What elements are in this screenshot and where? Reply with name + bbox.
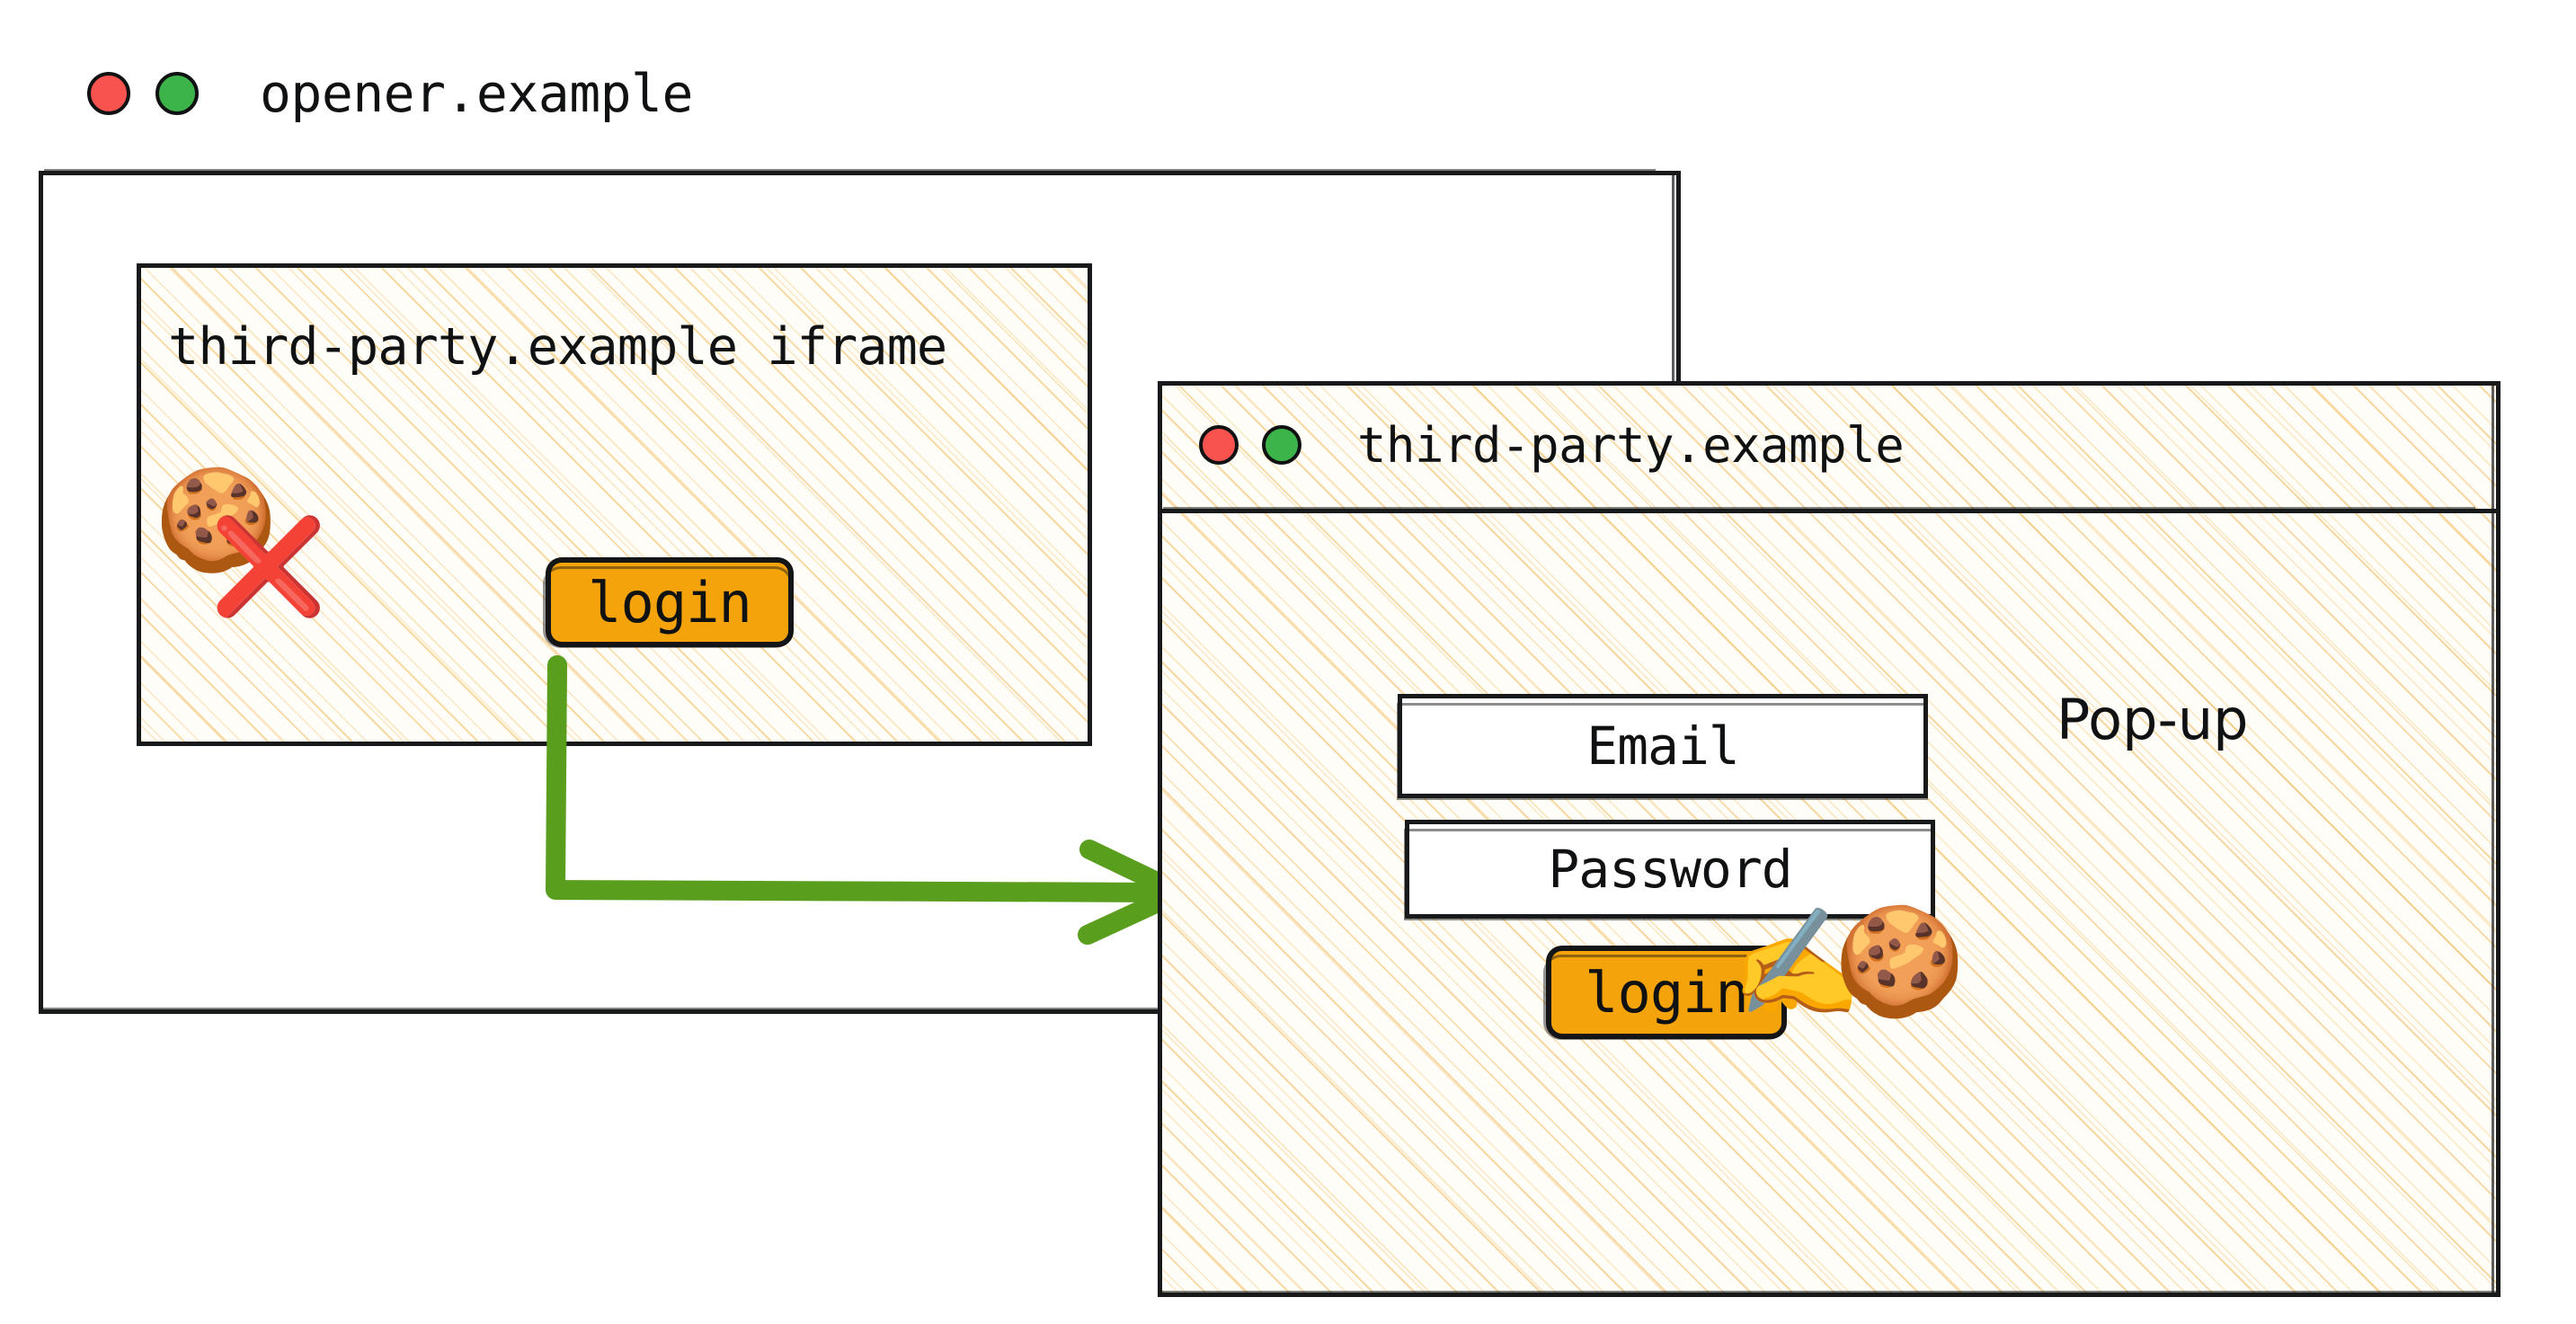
email-field-label: Email: [1586, 715, 1740, 777]
blocked-cross-icon: ❌: [210, 511, 327, 621]
popup-annotation-label: Pop-up: [2056, 687, 2249, 752]
opener-titlebar-separator: [39, 169, 1681, 175]
popup-titlebar: third-party.example: [1158, 381, 2500, 509]
writing-hand-icon: ✍️: [1731, 901, 1863, 1025]
iframe-login-button-label: login: [588, 569, 752, 635]
maximize-dot[interactable]: [155, 72, 199, 115]
close-dot[interactable]: [1199, 425, 1239, 465]
third-party-iframe-panel: third-party.example iframe 🍪 ❌ login: [137, 263, 1092, 746]
popup-login-button-label: login: [1585, 959, 1749, 1026]
iframe-login-button[interactable]: login: [543, 557, 794, 648]
opener-titlebar: opener.example: [39, 16, 1681, 171]
password-field[interactable]: Password: [1404, 820, 1935, 920]
cookie-icon: 🍪: [1834, 899, 1966, 1023]
cookie-icon: 🍪: [155, 462, 278, 577]
iframe-origin-label: third-party.example iframe: [168, 317, 947, 377]
popup-titlebar-separator: [1158, 507, 2500, 513]
popup-login-button[interactable]: login: [1543, 946, 1787, 1040]
opener-window-title: opener.example: [260, 63, 693, 124]
password-field-label: Password: [1548, 839, 1792, 900]
popup-window: third-party.example Pop-up Email Passwor…: [1158, 381, 2500, 1297]
email-field[interactable]: Email: [1397, 694, 1928, 800]
close-dot[interactable]: [87, 72, 130, 115]
popup-window-title: third-party.example: [1357, 416, 1905, 474]
maximize-dot[interactable]: [1262, 425, 1301, 465]
